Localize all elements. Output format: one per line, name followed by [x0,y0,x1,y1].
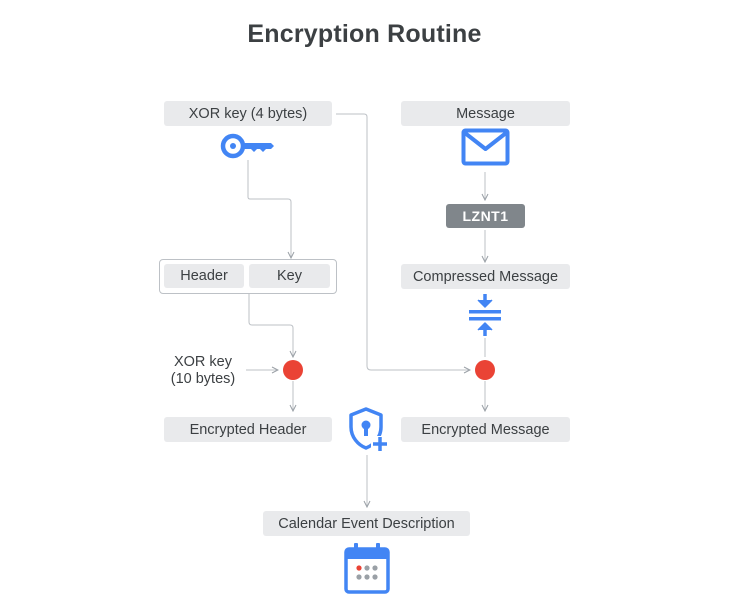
shield-lock-icon [349,407,389,452]
key-box: Key [249,264,330,288]
message-xor-dot [475,360,495,380]
calendar-event-description-box: Calendar Event Description [263,511,470,536]
message-box: Message [401,101,570,126]
connector-xor4-to-message-xor [336,113,470,370]
header-xor-dot [283,360,303,380]
xor-key-10-bytes-line1: XOR key [173,354,232,370]
compressed-message-box: Compressed Message [401,264,570,289]
connector-key-to-group [247,160,291,258]
lznt1-box: LZNT1 [446,204,525,228]
envelope-icon [461,128,510,166]
header-box: Header [164,264,244,288]
encrypted-message-box: Encrypted Message [401,417,570,442]
key-icon [220,133,274,159]
xor-key-10-bytes-line2: (10 bytes) [170,371,236,387]
connector-group-to-header-xor [248,293,293,357]
diagram-title: Encryption Routine [247,20,482,48]
xor-key-10-bytes-label: XOR key (10 bytes) [160,354,246,388]
compress-icon [469,294,501,336]
encrypted-header-box: Encrypted Header [164,417,332,442]
calendar-icon [344,543,390,594]
xor-key-4-bytes-box: XOR key (4 bytes) [164,101,332,126]
